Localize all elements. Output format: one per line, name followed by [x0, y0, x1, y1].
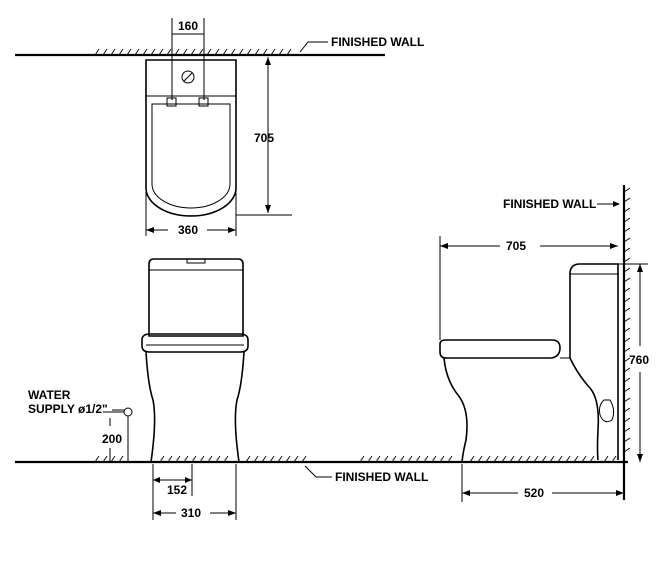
- top-wall-hatch: [94, 48, 292, 56]
- floor: FINISHED WALL: [15, 455, 628, 484]
- flush-button-icon: [181, 70, 195, 84]
- top-view: FINISHED WALL 160 705 360: [15, 18, 424, 237]
- dim-152: 152: [167, 483, 187, 497]
- bowl-plan-outline: [151, 103, 231, 209]
- body-side-front: [443, 357, 468, 463]
- finished-wall-label-bottom: FINISHED WALL: [335, 470, 428, 484]
- tank-side: [569, 263, 619, 460]
- pedestal-left: [145, 351, 156, 463]
- seat-front: [141, 333, 249, 353]
- front-view: WATER SUPPLY ø1/2" 200 152 310: [28, 258, 249, 520]
- dim-360: 360: [178, 223, 198, 237]
- flush-button-front: [186, 258, 206, 264]
- seat-side: [439, 339, 561, 359]
- top-wall-leader: [299, 41, 328, 53]
- side-view: FINISHED WALL 705 760 520: [439, 185, 649, 502]
- dim-705-top: 705: [254, 131, 274, 145]
- water-supply-icon: [123, 407, 133, 417]
- dim-310: 310: [181, 506, 201, 520]
- dim-705-side: 705: [506, 239, 526, 253]
- dim-160: 160: [178, 19, 198, 33]
- dim-200: 200: [102, 432, 122, 446]
- finished-wall-label-top: FINISHED WALL: [331, 35, 424, 49]
- right-wall-hatch: [623, 187, 631, 453]
- tank-front: [148, 258, 244, 337]
- dim-520: 520: [524, 486, 544, 500]
- water-label: WATER: [28, 388, 71, 402]
- dim-760: 760: [629, 353, 649, 367]
- pedestal-right: [234, 351, 245, 463]
- body-side-back: [569, 357, 600, 461]
- floor-leader: [304, 465, 332, 478]
- toilet-plan-outline: [145, 59, 237, 217]
- floor-hatch: [94, 455, 617, 463]
- water-supply-label: SUPPLY ø1/2": [28, 402, 108, 416]
- trap-outlet: [599, 399, 615, 423]
- finished-wall-label-right: FINISHED WALL: [503, 197, 596, 211]
